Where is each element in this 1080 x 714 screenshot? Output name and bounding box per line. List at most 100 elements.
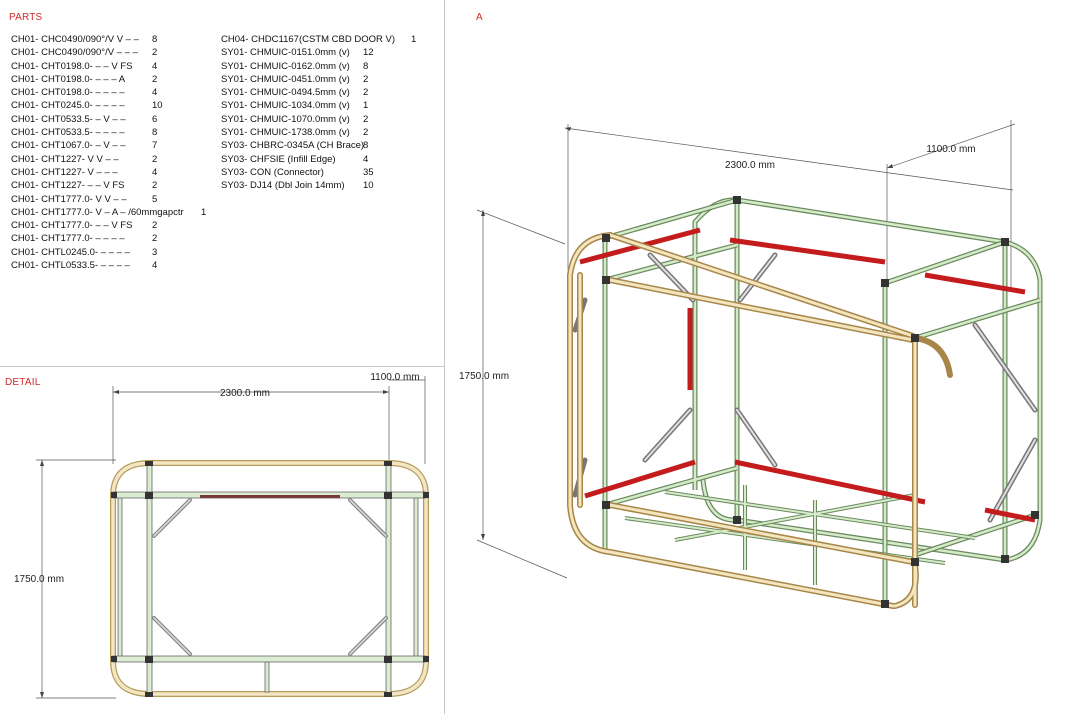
parts-panel-label: PARTS xyxy=(9,12,43,23)
parts-row: CH01- CHT1777.0- V V – –5 xyxy=(11,193,216,206)
part-name: SY01- CHMUIC-0494.5mm (v) xyxy=(221,87,350,99)
detail-height-dimension: 1750.0 mm xyxy=(14,574,64,585)
parts-row: SY03- CON (Connector) 35 xyxy=(221,166,421,179)
detail-width-dimension: 2300.0 mm xyxy=(220,388,270,399)
part-name: SY03- CHBRC-0345A (CH Brace) xyxy=(221,140,365,152)
part-name: SY01- CHMUIC-0162.0mm (v) xyxy=(221,60,350,72)
view-a-depth-dimension: 1100.0 mm xyxy=(926,144,975,155)
part-quantity: 2 xyxy=(363,87,369,99)
part-name: CH01- CHT0533.5- – – – – xyxy=(11,127,125,139)
parts-row: SY01- CHMUIC-1034.0mm (v)1 xyxy=(221,99,421,112)
part-quantity: 2 xyxy=(363,73,369,85)
isometric-view-a: 2300.0 mm 1100.0 mm 1750.0 mm xyxy=(459,120,1043,609)
part-name: CH01- CHC0490/090°/V – – – xyxy=(11,47,138,59)
part-quantity: 1 xyxy=(363,100,369,112)
parts-row: CH01- CHT0198.0- – – – – 4 xyxy=(11,86,216,99)
part-quantity: 2 xyxy=(152,180,158,192)
parts-row: SY03- DJ14 (Dbl Join 14mm) 10 xyxy=(221,179,421,192)
parts-row: CH01- CHT1067.0- – V – – 7 xyxy=(11,139,216,152)
parts-row: SY03- CHBRC-0345A (CH Brace)8 xyxy=(221,139,421,152)
part-quantity: 35 xyxy=(363,166,374,178)
part-quantity: 6 xyxy=(152,113,158,125)
view-divider-horizontal xyxy=(0,366,444,367)
parts-row: SY01- CHMUIC-1070.0mm (v)2 xyxy=(221,113,421,126)
part-name: SY01- CHMUIC-0151.0mm (v) xyxy=(221,47,350,59)
view-a-width-dimension: 2300.0 mm xyxy=(725,160,775,171)
part-quantity: 7 xyxy=(152,140,158,152)
part-quantity: 1 xyxy=(201,206,207,218)
parts-row: SY01- CHMUIC-0494.5mm (v) 2 xyxy=(221,86,421,99)
parts-row: CH01- CHT0533.5- – – – – 8 xyxy=(11,126,216,139)
part-quantity: 8 xyxy=(152,34,158,45)
view-a-panel-label: A xyxy=(476,12,483,23)
view-divider-vertical xyxy=(444,0,445,714)
parts-row: CH01- CHC0490/090°/V V – – 8 xyxy=(11,33,216,46)
parts-row: CH01- CHT1227- V V – – 2 xyxy=(11,153,216,166)
part-quantity: 4 xyxy=(363,153,369,165)
part-name: CH01- CHT0198.0- – – – A xyxy=(11,73,126,85)
part-quantity: 1 xyxy=(411,34,417,45)
parts-row: SY01- CHMUIC-0151.0mm (v) 12 xyxy=(221,46,421,59)
parts-row: CH01- CHT1777.0- – – V FS 2 xyxy=(11,219,216,232)
part-name: CH04- CHDC1167(CSTM CBD DOOR V) xyxy=(221,34,396,45)
parts-row: CH01- CHC0490/090°/V – – – 2 xyxy=(11,46,216,59)
part-name: CH01- CHT1777.0- V – A – /60mmgapctr xyxy=(11,206,184,218)
part-quantity: 3 xyxy=(152,246,158,258)
part-name: CH01- CHT1777.0- – – V FS xyxy=(11,220,133,232)
parts-row: CH01- CHT1227- – – V FS 2 xyxy=(11,179,216,192)
part-name: SY03- CHFSIE (Infill Edge) xyxy=(221,153,336,165)
part-quantity: 8 xyxy=(363,60,369,72)
parts-row: CH01- CHTL0533.5- – – – – 4 xyxy=(11,259,216,272)
part-quantity: 4 xyxy=(152,166,158,178)
detail-frame xyxy=(110,460,429,697)
part-quantity: 2 xyxy=(152,233,158,245)
parts-row: CH01- CHT1777.0- V – A – /60mmgapctr 1 xyxy=(11,206,216,219)
part-quantity: 10 xyxy=(363,180,374,192)
parts-row: CH01- CHTL0245.0- – – – – 3 xyxy=(11,246,216,259)
detail-panel-label: DETAIL xyxy=(5,377,41,388)
part-quantity: 2 xyxy=(152,73,158,85)
part-name: CH01- CHT1227- – – V FS xyxy=(11,180,125,192)
part-name: CH01- CHT0198.0- – – – – xyxy=(11,87,125,99)
part-quantity: 8 xyxy=(152,127,158,139)
part-quantity: 5 xyxy=(152,193,158,205)
part-name: SY03- CON (Connector) xyxy=(221,166,324,178)
part-quantity: 2 xyxy=(363,113,369,125)
part-name: CH01- CHT1067.0- – V – – xyxy=(11,140,126,152)
parts-row: CH04- CHDC1167(CSTM CBD DOOR V) 1 xyxy=(221,33,421,46)
part-quantity: 10 xyxy=(152,100,163,112)
part-quantity: 2 xyxy=(152,220,158,232)
part-name: CH01- CHT0198.0- – – V FS xyxy=(11,60,133,72)
part-name: CH01- CHT1227- V – – – xyxy=(11,166,118,178)
part-name: CH01- CHTL0245.0- – – – – xyxy=(11,246,130,258)
part-quantity: 12 xyxy=(363,47,374,59)
view-a-height-dimension: 1750.0 mm xyxy=(459,371,509,382)
part-quantity: 4 xyxy=(152,260,158,272)
part-quantity: 4 xyxy=(152,87,158,99)
detail-depth-dimension: 1100.0 mm xyxy=(370,372,419,383)
part-name: CH01- CHTL0533.5- – – – – xyxy=(11,260,130,272)
parts-row: CH01- CHT0245.0- – – – – 10 xyxy=(11,99,216,112)
part-name: SY03- DJ14 (Dbl Join 14mm) xyxy=(221,180,345,192)
parts-row: CH01- CHT0198.0- – – – A 2 xyxy=(11,73,216,86)
parts-row: SY01- CHMUIC-0451.0mm (v) 2 xyxy=(221,73,421,86)
part-name: CH01- CHC0490/090°/V V – – xyxy=(11,34,139,45)
parts-row: CH01- CHT0533.5- – V – –6 xyxy=(11,113,216,126)
detail-front-view: 2300.0 mm 1100.0 mm 1750.0 mm xyxy=(14,372,429,699)
parts-row: SY01- CHMUIC-1738.0mm (v)2 xyxy=(221,126,421,139)
part-quantity: 4 xyxy=(152,60,158,72)
part-quantity: 2 xyxy=(152,153,158,165)
parts-row: CH01- CHT1777.0- – – – –2 xyxy=(11,232,216,245)
part-quantity: 2 xyxy=(152,47,158,59)
parts-row: CH01- CHT0198.0- – – V FS 4 xyxy=(11,60,216,73)
part-name: CH01- CHT1227- V V – – xyxy=(11,153,119,165)
part-name: SY01- CHMUIC-1738.0mm (v) xyxy=(221,127,350,139)
parts-row: CH01- CHT1227- V – – – 4 xyxy=(11,166,216,179)
isometric-frame xyxy=(567,196,1043,609)
parts-row: SY01- CHMUIC-0162.0mm (v) 8 xyxy=(221,60,421,73)
part-name: SY01- CHMUIC-0451.0mm (v) xyxy=(221,73,350,85)
parts-row: SY03- CHFSIE (Infill Edge) 4 xyxy=(221,153,421,166)
part-name: CH01- CHT0245.0- – – – – xyxy=(11,100,125,112)
